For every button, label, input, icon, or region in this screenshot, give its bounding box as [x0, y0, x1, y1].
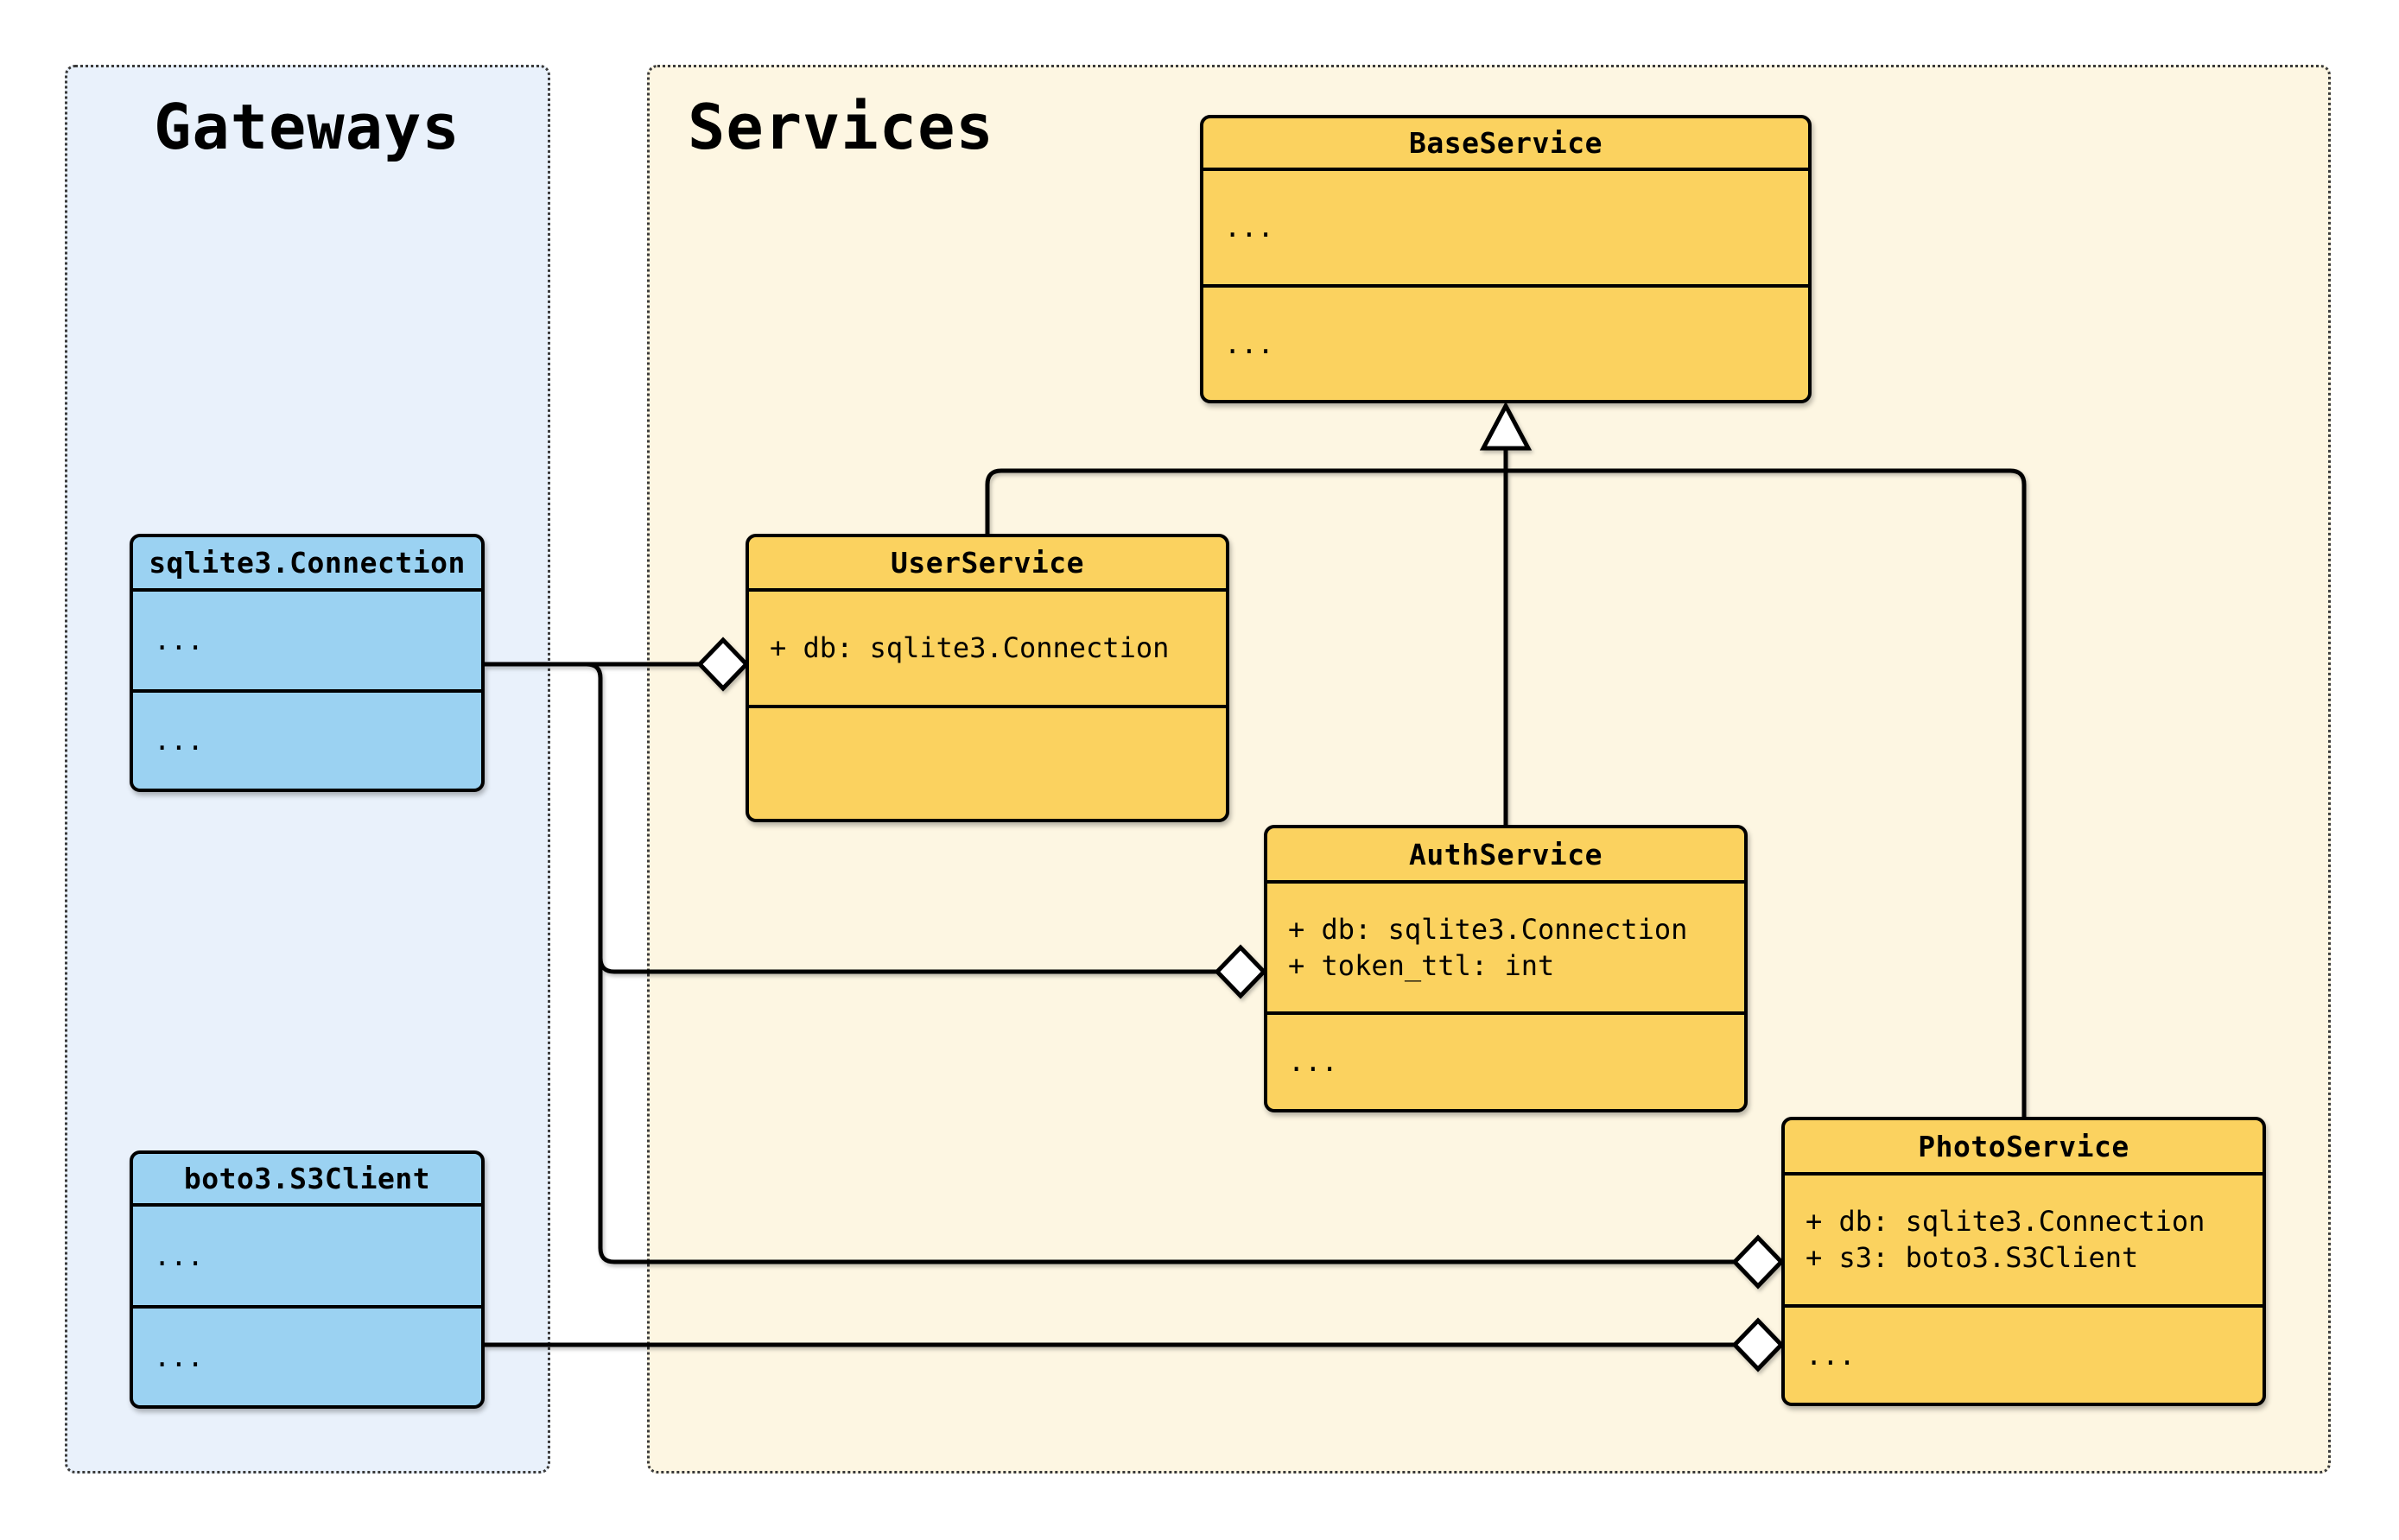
class-attributes-baseservice: ...: [1203, 168, 1808, 284]
attribute-line: + db: sqlite3.Connection: [1288, 912, 1688, 946]
method-line: ...: [154, 1340, 204, 1373]
class-box-userservice: UserService + db: sqlite3.Connection: [746, 534, 1229, 822]
class-methods-sqlite3-connection: ...: [133, 688, 481, 789]
aggregation-diamond-photoservice-db: [1731, 1234, 1785, 1290]
services-group-title: Services: [688, 91, 994, 163]
class-box-boto3-s3client: boto3.S3Client ... ...: [130, 1150, 485, 1409]
class-box-sqlite3-connection: sqlite3.Connection ... ...: [130, 534, 485, 792]
aggregation-edge-db-authservice: [598, 957, 1221, 974]
aggregation-edge-db-branch: [586, 662, 1738, 1264]
class-name-sqlite3-connection: sqlite3.Connection: [149, 546, 466, 580]
class-name-userservice: UserService: [890, 546, 1085, 580]
method-line: ...: [1224, 326, 1274, 360]
class-attributes-authservice: + db: sqlite3.Connection + token_ttl: in…: [1267, 880, 1744, 1011]
attribute-line: ...: [154, 624, 204, 657]
class-methods-authservice: ...: [1267, 1011, 1744, 1109]
aggregation-diamond-photoservice-s3: [1731, 1317, 1785, 1372]
attribute-line: + db: sqlite3.Connection: [770, 631, 1170, 665]
class-name-authservice: AuthService: [1408, 837, 1603, 871]
class-methods-boto3-s3client: ...: [133, 1304, 481, 1405]
attribute-line: ...: [1224, 211, 1274, 244]
aggregation-diamond-authservice: [1214, 944, 1267, 999]
attribute-line: + s3: boto3.S3Client: [1806, 1241, 2139, 1275]
class-box-authservice: AuthService + db: sqlite3.Connection + t…: [1264, 825, 1748, 1112]
aggregation-diamond-userservice: [696, 637, 750, 692]
attribute-line: + token_ttl: int: [1288, 948, 1555, 982]
class-box-baseservice: BaseService ... ...: [1200, 115, 1812, 403]
class-box-photoservice: PhotoService + db: sqlite3.Connection + …: [1781, 1117, 2266, 1406]
class-name-boto3-s3client: boto3.S3Client: [183, 1162, 431, 1195]
attribute-line: + db: sqlite3.Connection: [1806, 1205, 2205, 1239]
method-line: ...: [1288, 1045, 1338, 1079]
class-name-baseservice: BaseService: [1408, 126, 1603, 160]
class-methods-photoservice: ...: [1785, 1303, 2263, 1403]
class-name-photoservice: PhotoService: [1918, 1129, 2129, 1163]
class-attributes-userservice: + db: sqlite3.Connection: [749, 588, 1226, 705]
class-attributes-boto3-s3client: ...: [133, 1203, 481, 1305]
class-attributes-sqlite3-connection: ...: [133, 588, 481, 689]
class-methods-userservice: [749, 704, 1226, 819]
method-line: ...: [154, 724, 204, 757]
method-line: ...: [1806, 1338, 1856, 1372]
gateways-group-title: Gateways: [154, 91, 460, 163]
inheritance-arrowhead: [1479, 401, 1533, 451]
class-attributes-photoservice: + db: sqlite3.Connection + s3: boto3.S3C…: [1785, 1172, 2263, 1304]
attribute-line: ...: [154, 1239, 204, 1272]
class-methods-baseservice: ...: [1203, 283, 1808, 400]
